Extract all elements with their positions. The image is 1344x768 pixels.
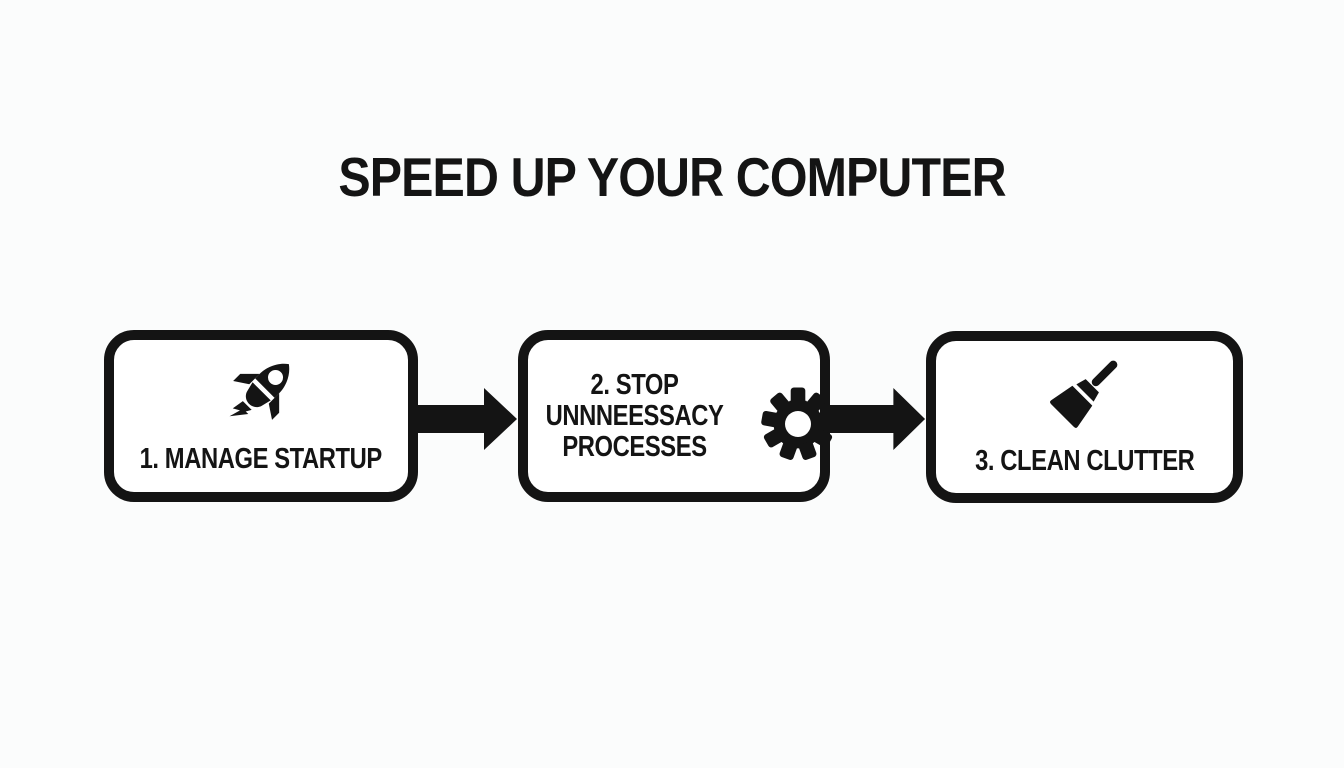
- step-box-clean-clutter: 3. CLEAN CLUTTER: [926, 331, 1243, 503]
- step-content: 2. STOP UNNNEESSACY PROCESSES: [512, 369, 837, 463]
- broom-icon: [1048, 348, 1129, 429]
- step-box-manage-startup: 1. MANAGE STARTUP: [104, 330, 418, 502]
- arrow-right-icon: [830, 387, 926, 451]
- arrow-right-icon: [418, 387, 518, 451]
- step-label: 3. CLEAN CLUTTER: [974, 444, 1195, 477]
- step-label: 2. STOP UNNNEESSACY PROCESSES: [545, 368, 723, 463]
- rocket-icon: [217, 347, 305, 436]
- step-label: 1. MANAGE STARTUP: [139, 442, 383, 475]
- step-content: 3. CLEAN CLUTTER: [951, 348, 1219, 477]
- page-title: SPEED UP YOUR COMPUTER: [338, 146, 1006, 208]
- step-box-stop-processes: 2. STOP UNNNEESSACY PROCESSES: [518, 330, 835, 502]
- step-content: 1. MANAGE STARTUP: [113, 347, 408, 475]
- gear-icon: [760, 387, 835, 461]
